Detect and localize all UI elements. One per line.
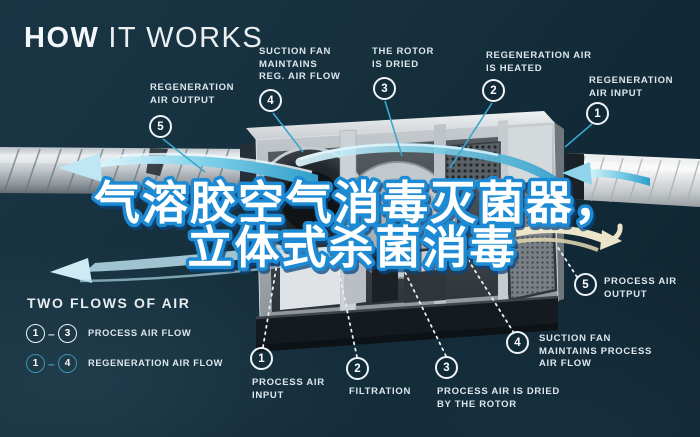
legend-regeneration-end-circle: 4 xyxy=(58,354,77,373)
legend-process-end-circle: 3 xyxy=(58,324,77,343)
overlay-headline-line2: 立体式杀菌消毒 xyxy=(187,222,516,273)
legend-process-label: PROCESS AIR FLOW xyxy=(88,328,192,338)
airflow-highlight xyxy=(299,143,499,161)
callout-number-regeneration-air-heated: 2 xyxy=(482,79,505,102)
page-title-bold: HOW xyxy=(24,22,100,54)
callout-label-regeneration-air-heated: REGENERATION AIR IS HEATED xyxy=(486,50,592,74)
legend-heading: TWO FLOWS OF AIR xyxy=(27,295,191,311)
callout-number-suction-fan-reg: 4 xyxy=(259,89,282,112)
heater-element xyxy=(445,177,501,195)
leader-line-reg-air-output xyxy=(162,138,206,173)
bottom-left-airflow xyxy=(50,244,298,283)
machine-top-panel xyxy=(246,111,554,140)
callout-label-process-air-dried: PROCESS AIR IS DRIED BY THE ROTOR xyxy=(437,386,560,410)
leader-line-reg-air-input xyxy=(564,123,593,148)
callout-number-process-air-dried: 3 xyxy=(435,356,458,379)
leader-line-reg-air-heated xyxy=(449,102,493,169)
callout-label-process-air-output: PROCESS AIR OUTPUT xyxy=(604,276,677,300)
leader-lines xyxy=(162,100,593,358)
regeneration-output-arrow xyxy=(58,152,318,189)
callout-number-filtration: 2 xyxy=(346,357,369,380)
callout-label-suction-fan-reg: SUCTION FAN MAINTAINS REG. AIR FLOW xyxy=(259,46,341,82)
legend-process-dash: – xyxy=(48,327,55,341)
legend-regeneration-dash: – xyxy=(48,357,55,371)
callout-label-process-air-input: PROCESS AIR INPUT xyxy=(252,377,325,401)
machine-base xyxy=(255,295,559,352)
machine-right-wall xyxy=(554,122,564,301)
callout-number-process-air-input: 1 xyxy=(250,347,273,370)
callout-label-regeneration-air-output: REGENERATION AIR OUTPUT xyxy=(150,82,235,106)
callout-number-rotor-dried: 3 xyxy=(373,77,396,100)
callout-number-suction-fan-process: 4 xyxy=(506,331,529,354)
callout-number-process-air-output: 5 xyxy=(574,273,597,296)
process-airflow-swoosh xyxy=(295,143,569,193)
leader-line-suction-fan-process xyxy=(466,257,515,334)
callout-label-filtration: FILTRATION xyxy=(349,386,412,397)
page-title-light: IT WORKS xyxy=(108,22,264,54)
process-output-arrow xyxy=(498,223,623,252)
airflow-arrows xyxy=(50,143,650,283)
leader-line-filtration xyxy=(337,267,358,358)
callout-number-regeneration-air-output: 5 xyxy=(149,115,172,138)
regeneration-input-arrow xyxy=(562,162,650,186)
leader-line-process-air-dried xyxy=(400,263,447,357)
legend-regeneration-start-circle: 1 xyxy=(26,354,45,373)
callout-label-rotor-dried: THE ROTOR IS DRIED xyxy=(372,46,435,70)
legend-regeneration-label: REGENERATION AIR FLOW xyxy=(88,358,224,368)
leader-line-process-air-input xyxy=(262,262,278,348)
callout-label-regeneration-air-input: REGENERATION AIR INPUT xyxy=(589,75,674,99)
lower-equipment xyxy=(280,246,446,310)
leader-line-process-air-output xyxy=(556,245,578,278)
leader-line-suction-fan-reg xyxy=(272,112,304,153)
callout-number-regeneration-air-input: 1 xyxy=(586,102,609,125)
callout-label-suction-fan-process: SUCTION FAN MAINTAINS PROCESS AIR FLOW xyxy=(539,333,653,369)
legend-process-start-circle: 1 xyxy=(26,324,45,343)
leader-line-rotor-dried xyxy=(384,100,403,157)
overlay-headline-line1: 气溶胶空气消毒灭菌器， xyxy=(94,177,622,229)
